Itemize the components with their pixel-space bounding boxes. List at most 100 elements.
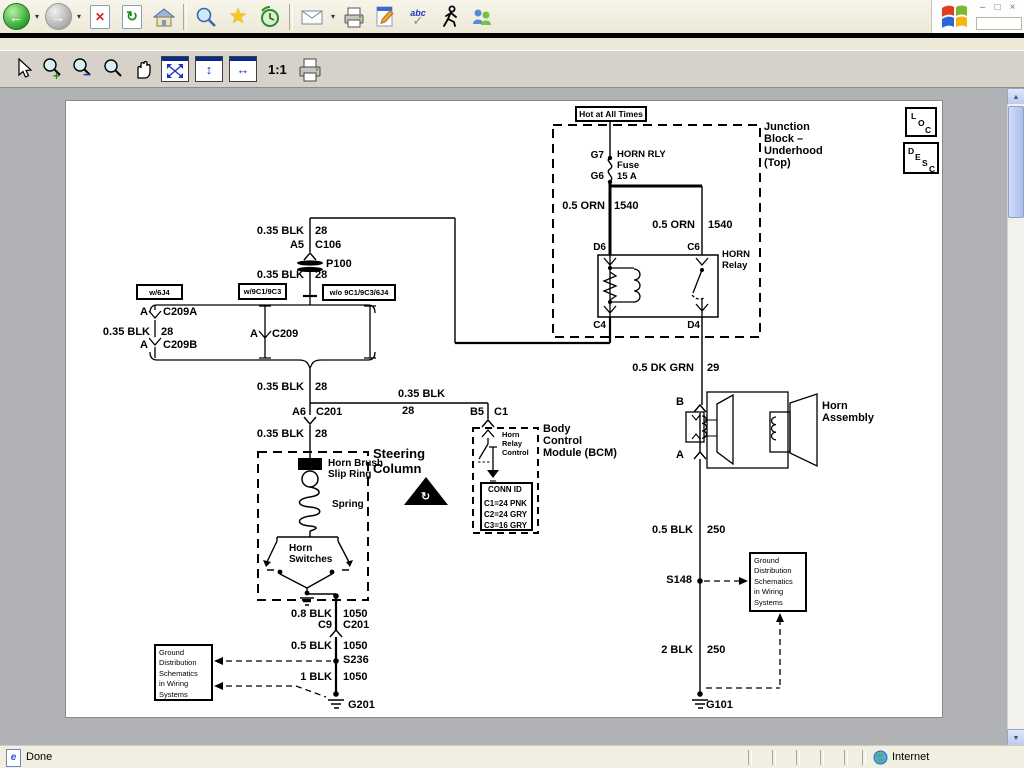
desc-letter-s: S	[922, 158, 928, 168]
connector-c209a: C209A	[163, 306, 197, 318]
option-tag-2: w/9C1/9C3	[238, 283, 287, 300]
wire-ckt-28b: 28	[315, 269, 327, 281]
terminal-a: A	[676, 449, 684, 461]
ground-g201: G201	[348, 699, 375, 711]
wire-color-blk250b: 2 BLK	[649, 644, 693, 656]
wire-color-orn2: 0.5 ORN	[647, 219, 695, 231]
loc-button[interactable]: L O C	[905, 107, 937, 137]
relay-label: HORN Relay	[722, 249, 750, 271]
fuse-word: Fuse	[617, 160, 639, 171]
bcm-label: Body Control Module (BCM)	[543, 423, 617, 459]
terminal-c9: C9	[308, 619, 332, 631]
desc-button[interactable]: D E S C	[903, 142, 939, 174]
fuse-rating: 15 A	[617, 171, 637, 182]
terminal-g6: G6	[584, 171, 604, 182]
option-tag-1: w/6J4	[136, 284, 183, 300]
ground-distribution-ref-right: Ground Distribution Schematics in Wiring…	[749, 552, 807, 612]
security-zone-text: Internet	[892, 751, 929, 763]
status-pane-divider	[862, 750, 866, 765]
loc-letter-o: O	[918, 118, 925, 128]
status-pane-divider	[748, 750, 752, 765]
wire-ckt-dkgrn: 29	[707, 362, 719, 374]
terminal-b: B	[676, 396, 684, 408]
wire-ckt-orn2: 1540	[708, 219, 732, 231]
desc-letter-d: D	[908, 146, 914, 156]
wire-color-blk1: 1 BLK	[292, 671, 332, 683]
terminal-a-c209a: A	[140, 306, 148, 318]
wire-ckt-28d: 28	[315, 381, 327, 393]
desc-letter-c: C	[929, 164, 935, 174]
status-pane-divider	[796, 750, 800, 765]
connector-c201-lower: C201	[343, 619, 369, 631]
terminal-d6: D6	[582, 242, 606, 253]
caution-glyph: ↻	[421, 490, 430, 503]
wire-color-orn1: 0.5 ORN	[557, 200, 605, 212]
loc-letter-l: L	[911, 111, 916, 121]
medium-wires	[303, 296, 610, 694]
junction-block-label: Junction Block – Underhood (Top)	[764, 121, 823, 169]
status-bar: e Done Internet	[0, 745, 1024, 768]
wire-color-blk28c: 0.35 BLK	[96, 326, 150, 338]
loc-letter-c: C	[925, 125, 931, 135]
terminal-a6: A6	[282, 406, 306, 418]
wire-color-blk28e: 0.35 BLK	[398, 388, 445, 400]
fuse-name: HORN RLY	[617, 149, 666, 160]
terminal-c6: C6	[676, 242, 700, 253]
terminal-a-c209b: A	[140, 339, 148, 351]
wire-ckt-250b: 250	[707, 644, 725, 656]
terminal-g7: G7	[584, 150, 604, 161]
wire-color-blk28a: 0.35 BLK	[244, 225, 304, 237]
connector-c201: C201	[316, 406, 342, 418]
status-pane-divider	[772, 750, 776, 765]
wire-ckt-28a: 28	[315, 225, 327, 237]
wire-ckt-250a: 250	[707, 524, 725, 536]
splice-s148: S148	[652, 574, 692, 586]
wire-color-blk05b: 0.5 BLK	[282, 640, 332, 652]
wire-ckt-28e: 28	[402, 405, 414, 417]
terminal-a-c209: A	[250, 328, 258, 340]
terminal-a5: A5	[280, 239, 304, 251]
ie-document-icon: e	[6, 749, 21, 767]
horn-switches-label: Horn Switches	[289, 543, 332, 565]
horn-relay-control-label: Horn Relay Control	[502, 430, 529, 457]
wire-ckt-28c: 28	[161, 326, 173, 338]
wire-ckt-28f: 28	[315, 428, 327, 440]
desc-letter-e: E	[915, 152, 921, 162]
wire-color-blk250a: 0.5 BLK	[643, 524, 693, 536]
ground-distribution-ref-left: Ground Distribution Schematics in Wiring…	[154, 644, 213, 701]
horn-assembly-art	[686, 392, 817, 468]
terminal-d4: D4	[676, 320, 700, 331]
terminal-c4: C4	[582, 320, 606, 331]
status-text: Done	[26, 751, 52, 763]
conn-id-row-c2: C2=24 GRY	[484, 510, 527, 519]
terminal-b5: B5	[460, 406, 484, 418]
splice-s236: S236	[343, 654, 369, 666]
horn-brush-label: Horn Brush Slip Ring	[328, 458, 383, 480]
spring-label: Spring	[332, 499, 364, 510]
relay-internals	[598, 255, 718, 317]
status-pane-divider	[820, 750, 824, 765]
conn-id-header: CONN ID	[488, 485, 522, 494]
wire-ckt-1050b: 1050	[343, 640, 367, 652]
internet-zone-globe-icon	[873, 750, 888, 765]
power-feed-label: Hot at All Times	[575, 106, 647, 122]
ground-g101: G101	[706, 699, 733, 711]
connector-c106: C106	[315, 239, 341, 251]
wire-ckt-1050c: 1050	[343, 671, 367, 683]
status-pane-divider	[844, 750, 848, 765]
steering-internals	[298, 458, 322, 531]
grommet-p100: P100	[326, 258, 352, 270]
conn-id-row-c1: C1=24 PNK	[484, 499, 527, 508]
horn-assembly-label: Horn Assembly	[822, 400, 874, 424]
option-tag-3: w/o 9C1/9C3/6J4	[322, 284, 396, 301]
wire-color-blk28f: 0.35 BLK	[244, 428, 304, 440]
connector-c209: C209	[272, 328, 298, 340]
wire-ckt-orn1: 1540	[614, 200, 638, 212]
connector-c209b: C209B	[163, 339, 197, 351]
wire-color-blk28b: 0.35 BLK	[244, 269, 304, 281]
conn-id-row-c3: C3=16 GRY	[484, 521, 527, 530]
wire-color-dkgrn: 0.5 DK GRN	[624, 362, 694, 374]
connector-c1: C1	[494, 406, 508, 418]
wire-color-blk28d: 0.35 BLK	[244, 381, 304, 393]
